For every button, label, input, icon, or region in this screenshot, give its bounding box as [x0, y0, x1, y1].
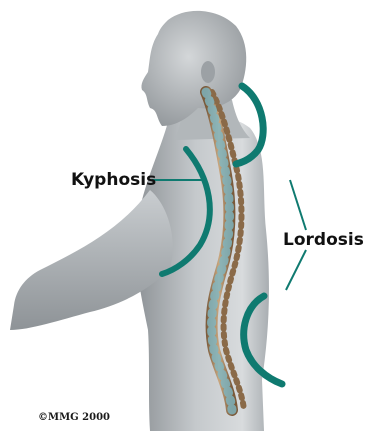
- lordosis-pointer-upper: [290, 180, 306, 230]
- kyphosis-label: Kyphosis: [71, 170, 156, 190]
- lordosis-pointer-lower: [286, 250, 306, 290]
- ear-shape: [201, 61, 215, 83]
- copyright-notice: ©MMG 2000: [38, 412, 110, 423]
- lordosis-label: Lordosis: [283, 230, 364, 250]
